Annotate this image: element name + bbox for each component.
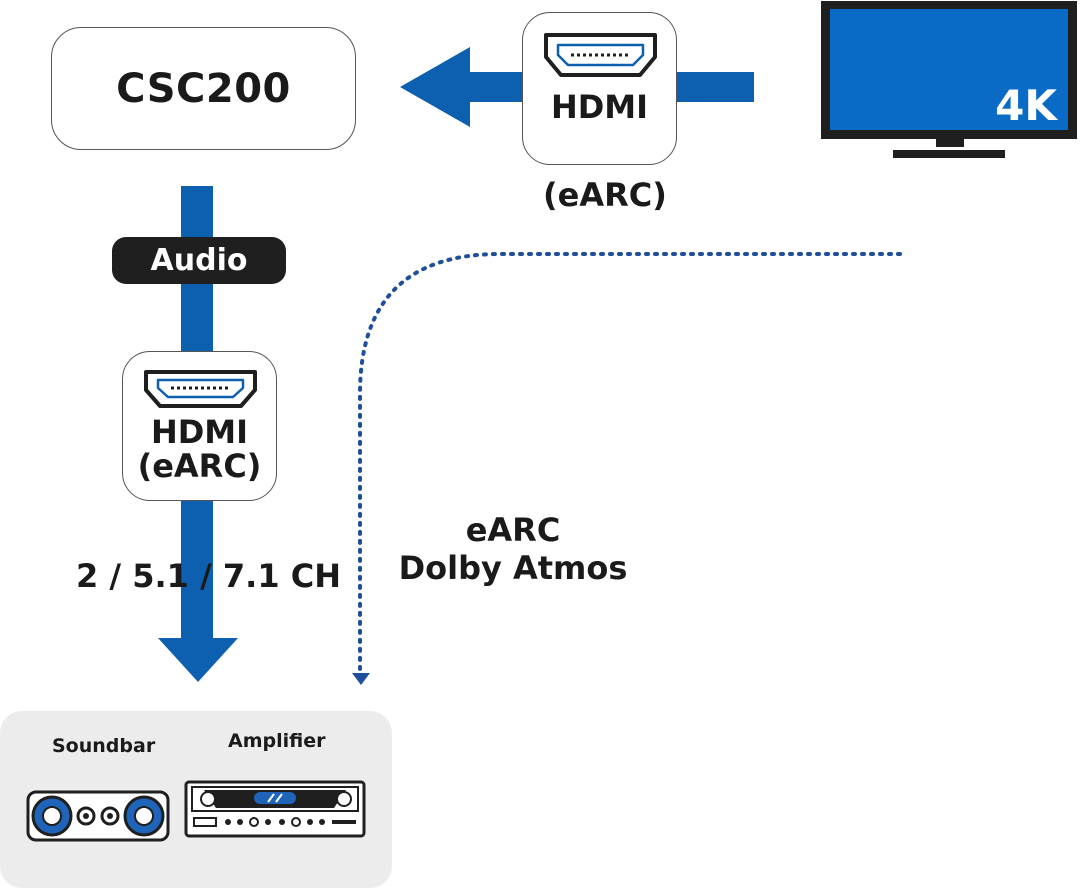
- passthrough-arrowhead: [352, 673, 370, 685]
- soundbar-label: Soundbar: [52, 735, 156, 757]
- amplifier-icon: [184, 780, 366, 838]
- hdmi-output-labels: HDMI (eARC): [123, 413, 276, 485]
- source-device-label: CSC200: [116, 65, 291, 112]
- hdmi-input-port-label: HDMI: [550, 88, 649, 126]
- hdmi-output-card: HDMI (eARC): [122, 351, 277, 501]
- tv-icon: [821, 1, 1077, 158]
- hdmi-output-mode-label: (eARC): [137, 446, 262, 485]
- soundbar-icon: [26, 790, 170, 842]
- source-device-box: CSC200: [51, 27, 356, 150]
- amplifier-label: Amplifier: [228, 730, 326, 752]
- audio-badge: Audio: [112, 237, 286, 284]
- hdmi-input-mode-label: (eARC): [543, 176, 667, 214]
- passthrough-label: eARC Dolby Atmos: [380, 511, 646, 588]
- passthrough-dotted-path: [358, 252, 902, 674]
- audio-badge-label: Audio: [150, 243, 248, 278]
- hdmi-input-card: HDMI: [522, 12, 677, 165]
- hdmi-connector-icon: [144, 370, 257, 408]
- hdmi-connector-icon: [544, 33, 657, 77]
- passthrough-line1: eARC: [465, 511, 561, 549]
- tv-resolution-badge: 4K: [995, 81, 1058, 130]
- channels-label: 2 / 5.1 / 7.1 CH: [76, 557, 341, 595]
- hdmi-output-port-label: HDMI: [150, 413, 249, 451]
- passthrough-line2: Dolby Atmos: [398, 548, 628, 587]
